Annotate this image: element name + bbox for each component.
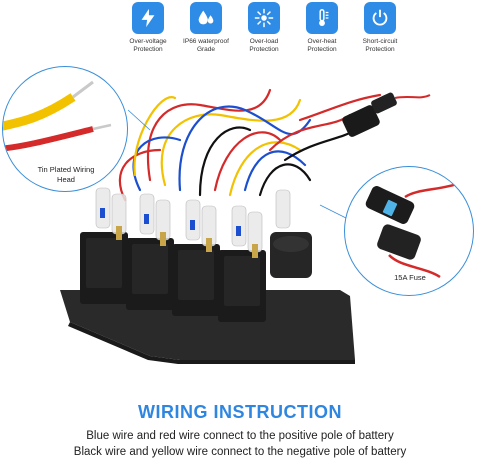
connector-boots (95, 187, 291, 253)
rocker-switch-3 (172, 244, 220, 316)
thermometer-icon (306, 2, 338, 34)
fuse-caption: 15A Fuse (394, 273, 426, 282)
instruction-line-negative: Black wire and yellow wire connect to th… (73, 446, 407, 458)
round-socket (270, 232, 312, 278)
instruction-line-positive: Blue wire and red wire connect to the po… (86, 430, 394, 442)
tinned-wire-detail (3, 80, 112, 152)
feature-over-heat: Over-heat Protection (292, 2, 352, 54)
feature-label: Over-load Protection (249, 38, 279, 53)
feature-waterproof: IP66 waterproof Grade (176, 2, 236, 54)
feature-over-voltage: Over-voltage Protection (118, 2, 178, 54)
switch-panel-photo (60, 88, 431, 364)
wire-bundle (118, 88, 382, 202)
feature-short-circuit: Short-circuit Protection (350, 2, 410, 54)
connector-blue-cores (100, 208, 241, 236)
rocker-switch-2 (126, 238, 174, 310)
callout-line-left (127, 109, 151, 131)
fuse-callout: 15A Fuse (344, 166, 474, 296)
wiring-instruction-title: WIRING INSTRUCTION (138, 402, 342, 422)
power-icon (364, 2, 396, 34)
feature-label: Over-heat Protection (307, 38, 337, 53)
fuse-holder-inline (342, 92, 431, 137)
water-drop-icon (190, 2, 222, 34)
spade-terminals (116, 226, 258, 258)
wiring-head-caption: Tin Plated Wiring Head (37, 165, 95, 184)
feature-label: Short-circuit Protection (362, 38, 398, 53)
rocker-switch-4 (218, 250, 266, 322)
lightning-icon (132, 2, 164, 34)
rocker-switch-1 (80, 232, 128, 304)
feature-label: IP66 waterproof Grade (183, 38, 229, 53)
overload-icon (248, 2, 280, 34)
fuse-holder-detail (365, 176, 473, 279)
feature-label: Over-voltage Protection (129, 38, 167, 53)
feature-over-load: Over-load Protection (234, 2, 294, 54)
feature-icon-row: Over-voltage Protection IP66 waterproof … (118, 2, 478, 62)
wiring-head-callout: Tin Plated Wiring Head (2, 66, 128, 192)
